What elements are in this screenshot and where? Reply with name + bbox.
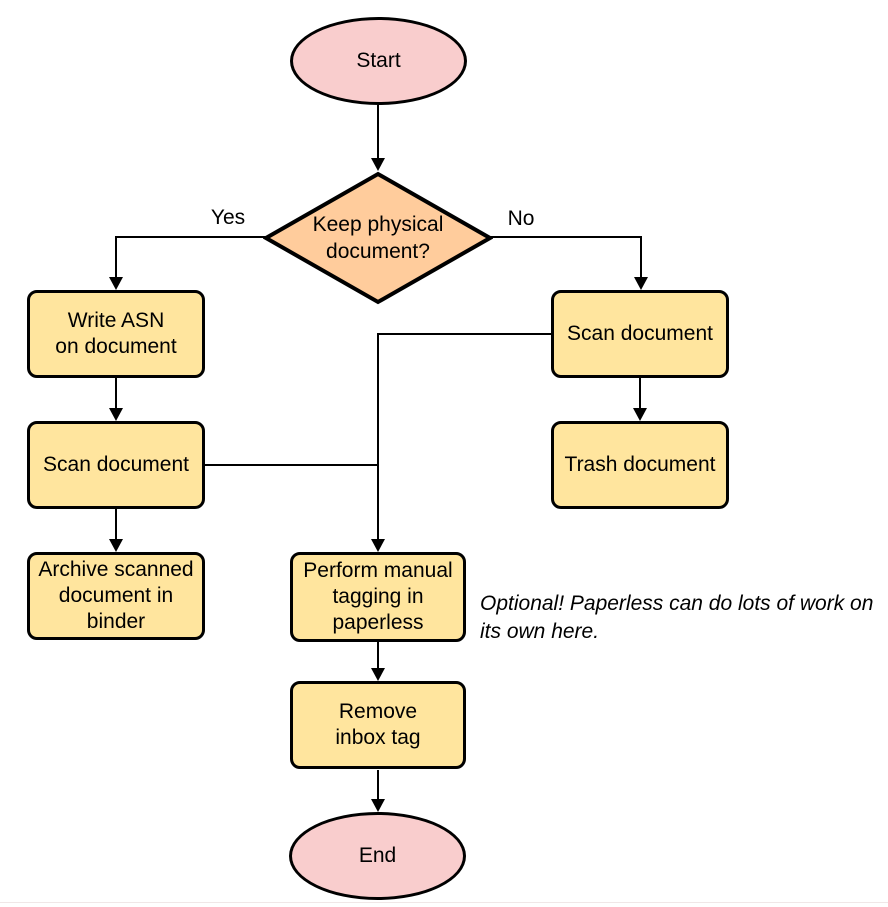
arrowhead-into-trash bbox=[633, 408, 647, 421]
arrowhead-into-scan-left bbox=[109, 408, 123, 421]
node-label-line: document in bbox=[58, 584, 174, 607]
node-end: End bbox=[289, 812, 466, 900]
node-scan-document-right: Scan document bbox=[551, 290, 729, 378]
node-label-line: End bbox=[358, 844, 397, 867]
connector-scan-left-to-middle bbox=[205, 464, 379, 466]
connector-yes-vertical bbox=[115, 236, 117, 278]
connector-scan-to-trash bbox=[639, 378, 641, 410]
node-label-line: Trash document bbox=[564, 453, 716, 476]
node-decision: Keep physical document? bbox=[263, 171, 493, 305]
arrowhead-into-decision bbox=[371, 158, 385, 171]
decision-diamond-shape bbox=[263, 171, 493, 305]
decision-diamond-polygon bbox=[263, 171, 493, 305]
connector-write-asn-to-scan bbox=[115, 378, 117, 410]
node-start: Start bbox=[290, 17, 467, 105]
connector-tagging-to-remove bbox=[377, 642, 379, 670]
node-label-line: Write ASN bbox=[67, 309, 165, 332]
arrowhead-into-write-asn bbox=[109, 277, 123, 290]
node-label-line: binder bbox=[86, 610, 146, 633]
node-trash-document: Trash document bbox=[551, 421, 729, 509]
node-label-line: tagging in bbox=[332, 585, 424, 608]
connector-scan-right-to-middle bbox=[377, 333, 551, 335]
arrowhead-into-scan-right bbox=[634, 277, 648, 290]
node-label-line: document? bbox=[326, 240, 430, 263]
node-manual-tagging: Perform manual tagging in paperless bbox=[290, 552, 466, 642]
edge-label-yes: Yes bbox=[210, 206, 246, 229]
annotation-optional-note: Optional! Paperless can do lots of work … bbox=[480, 592, 874, 643]
connector-start-to-decision bbox=[377, 105, 379, 159]
node-label-line: Keep physical bbox=[312, 213, 444, 236]
node-label-line: paperless bbox=[332, 611, 424, 634]
arrowhead-into-archive bbox=[109, 539, 123, 552]
node-label-line: Scan document bbox=[567, 322, 713, 345]
connector-no-horizontal bbox=[489, 236, 642, 238]
connector-no-vertical bbox=[640, 236, 642, 278]
arrowhead-into-remove bbox=[371, 668, 385, 681]
arrowhead-into-tagging bbox=[371, 539, 385, 552]
node-label-line: Remove bbox=[338, 700, 418, 723]
node-scan-document-left: Scan document bbox=[27, 421, 205, 509]
page-bottom-divider bbox=[0, 902, 888, 903]
node-label-line: inbox tag bbox=[335, 726, 421, 749]
node-label-line: on document bbox=[55, 335, 177, 358]
node-label-line: Start bbox=[356, 49, 401, 72]
edge-label-no: No bbox=[507, 207, 535, 230]
connector-scan-to-archive bbox=[115, 509, 117, 541]
node-archive-scanned-document: Archive scanned document in binder bbox=[27, 552, 205, 640]
node-write-asn: Write ASN on document bbox=[27, 290, 205, 378]
connector-middle-to-tagging bbox=[377, 333, 379, 541]
node-label-line: Scan document bbox=[43, 453, 189, 476]
node-label-line: Perform manual bbox=[303, 559, 453, 582]
connector-remove-to-end bbox=[377, 770, 379, 800]
connector-yes-horizontal bbox=[116, 236, 266, 238]
node-label-line: Archive scanned bbox=[38, 558, 194, 581]
node-remove-inbox-tag: Remove inbox tag bbox=[290, 681, 466, 769]
arrowhead-into-end bbox=[371, 799, 385, 812]
